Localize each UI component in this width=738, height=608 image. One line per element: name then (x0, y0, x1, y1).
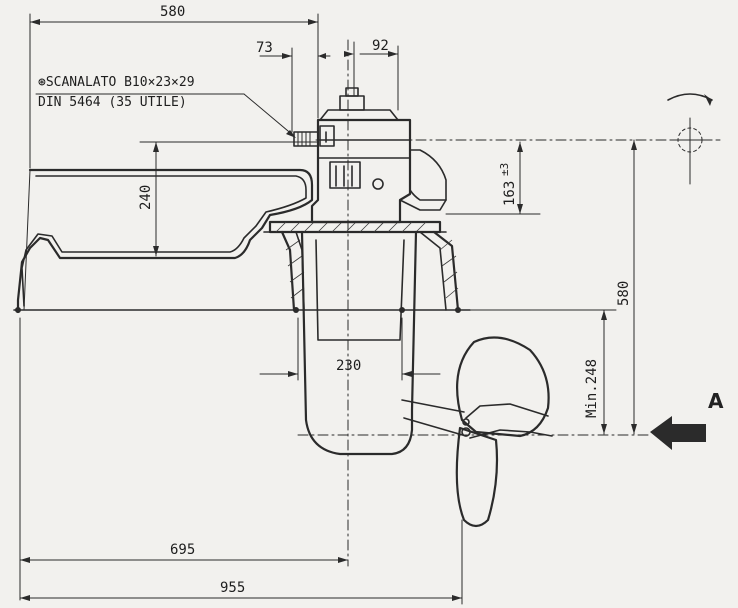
dimension-240: 240 (138, 141, 319, 257)
input-shaft (293, 131, 319, 147)
hull-outline (16, 168, 314, 314)
dimension-top-580: 580 (29, 4, 319, 169)
dim-min-248-label: Min.248 (584, 359, 600, 418)
gearbox-head (310, 87, 447, 224)
dim-top-580-label: 580 (160, 4, 185, 20)
spline-note-line2: DIN 5464 (35 UTILE) (38, 95, 187, 110)
flange-hatching (275, 221, 427, 233)
dim-73-label: 73 (256, 40, 273, 56)
dimension-min-248: Min.248 (461, 309, 617, 435)
dimension-163: 163 ±3 (498, 141, 523, 215)
dimension-92: 92 (344, 38, 399, 111)
dimension-695: 695 (19, 317, 349, 601)
dim-955-label: 955 (220, 580, 245, 596)
dim-163-label: 163 (502, 181, 518, 206)
center-lines (297, 39, 721, 567)
mounting-flange (263, 220, 447, 234)
dimension-230: 230 (259, 317, 441, 381)
dim-92-label: 92 (372, 38, 389, 54)
dim-240-label: 240 (138, 185, 154, 210)
hull-well (280, 230, 460, 312)
dim-163-tolerance: ±3 (498, 163, 511, 176)
dim-695-label: 695 (170, 542, 195, 558)
rotation-symbol (667, 93, 713, 185)
view-label-a: A (708, 389, 724, 413)
propeller (455, 336, 553, 528)
view-arrow-a: A (650, 389, 724, 450)
dimension-955: 955 (19, 519, 463, 605)
dimension-73: 73 (256, 40, 331, 133)
spline-note-line1: ⊛SCANALATO B10×23×29 (38, 75, 195, 90)
spline-note: ⊛SCANALATO B10×23×29 DIN 5464 (35 UTILE) (35, 75, 296, 138)
dimension-right-580: 580 (616, 139, 637, 435)
leg-housing (300, 230, 467, 456)
dim-230-label: 230 (336, 358, 361, 374)
dim-right-580-label: 580 (616, 281, 632, 306)
